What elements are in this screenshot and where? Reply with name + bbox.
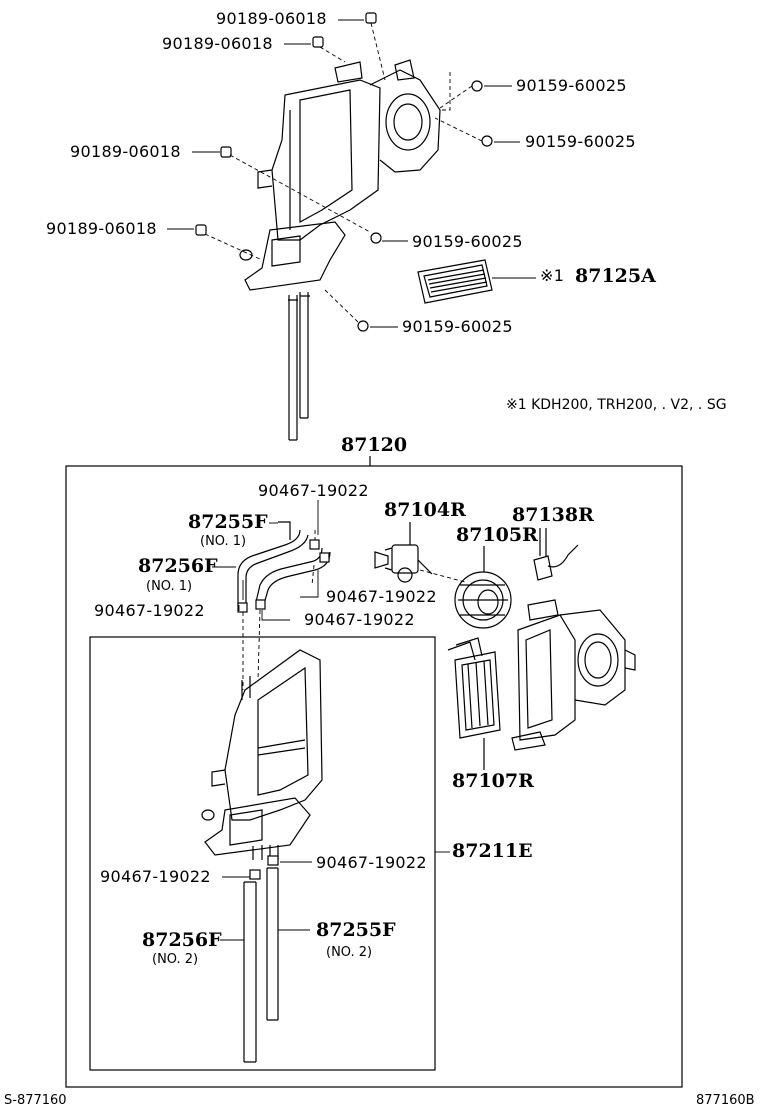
part-label-upper-2: 90189-06018 bbox=[162, 34, 273, 53]
part-label-a15-sub: (NO. 2) bbox=[326, 945, 373, 960]
hose-clips-no1 bbox=[237, 539, 330, 613]
part-label-a7: 90467-19022 bbox=[326, 587, 437, 606]
part-label-a4-sub: (NO. 1) bbox=[200, 534, 247, 549]
blower-fan bbox=[454, 546, 512, 629]
part-label-upper-8: 87125A bbox=[575, 265, 656, 287]
part-label-a6: 87256F bbox=[138, 555, 218, 577]
inner-duct bbox=[201, 649, 323, 860]
heater-case bbox=[511, 599, 636, 751]
footer-left-code: S-877160 bbox=[4, 1093, 67, 1108]
part-label-a8: 90467-19022 bbox=[94, 601, 205, 620]
part-label-upper-9: 90159-60025 bbox=[402, 317, 513, 336]
assembly-solid-leaders bbox=[212, 500, 450, 941]
part-label-a10: 87107R bbox=[452, 770, 534, 792]
upper-dashed-leaders bbox=[204, 22, 483, 323]
part-label-a3: 87138R bbox=[512, 504, 594, 526]
part-label-a11: 87211E bbox=[452, 840, 533, 862]
part-label-a13: 90467-19022 bbox=[316, 853, 427, 872]
blower-motor bbox=[374, 522, 433, 583]
part-label-a14-sub: (NO. 2) bbox=[152, 952, 199, 967]
part-label-a6-sub: (NO. 1) bbox=[146, 579, 193, 594]
part-label-upper-4: 90159-60025 bbox=[525, 132, 636, 151]
assembly-number: 87120 bbox=[341, 434, 408, 456]
part-label-upper-5: 90189-06018 bbox=[70, 142, 181, 161]
resistor bbox=[533, 528, 579, 581]
part-label-a15: 87255F bbox=[316, 919, 396, 941]
vent-grille bbox=[417, 259, 493, 304]
part-label-a1: 90467-19022 bbox=[258, 481, 369, 500]
part-label-upper-1: 90189-06018 bbox=[216, 9, 327, 28]
part-label-upper-3: 90159-60025 bbox=[516, 76, 627, 95]
part-label-a14: 87256F bbox=[142, 929, 222, 951]
part-label-a2: 87104R bbox=[384, 499, 466, 521]
upper-duct-assembly bbox=[239, 59, 441, 441]
upper-solid-leaders bbox=[167, 19, 536, 328]
part-label-upper-8-mark: ※1 bbox=[540, 266, 565, 285]
part-label-upper-7: 90159-60025 bbox=[412, 232, 523, 251]
applicability-note: ※1 KDH200, TRH200, . V2, . SG bbox=[506, 397, 727, 413]
hose-clips-no2 bbox=[249, 855, 279, 880]
assembly-outer-frame bbox=[65, 465, 683, 1088]
part-label-a12: 90467-19022 bbox=[100, 867, 211, 886]
assembly-dashed-leaders bbox=[242, 530, 466, 690]
upper-fasteners bbox=[195, 12, 493, 332]
part-label-a4: 87255F bbox=[188, 511, 268, 533]
pipes-no2 bbox=[243, 867, 279, 1063]
assembly-inner-frame bbox=[89, 636, 436, 1071]
heater-core bbox=[447, 637, 501, 770]
part-label-upper-6: 90189-06018 bbox=[46, 219, 157, 238]
hoses-no1 bbox=[237, 521, 331, 605]
part-label-a9: 90467-19022 bbox=[304, 610, 415, 629]
part-label-a5: 87105R bbox=[456, 524, 538, 546]
footer-right-code: 877160B bbox=[696, 1093, 755, 1108]
